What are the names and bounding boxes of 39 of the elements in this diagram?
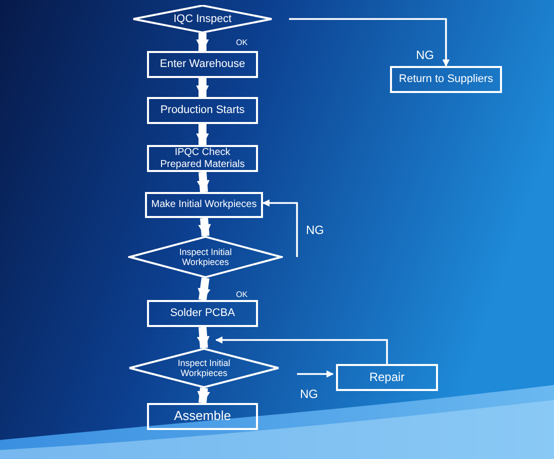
process-box — [147, 51, 258, 78]
arrow — [198, 277, 210, 302]
edge-label: NG — [300, 387, 318, 401]
arrow — [196, 172, 210, 194]
node-text: Repair — [369, 370, 405, 384]
process-box — [147, 97, 258, 124]
node-text: Inspect Initial Workpieces — [178, 246, 233, 268]
decision-diamond — [128, 348, 280, 388]
process-box — [390, 66, 502, 93]
process-box — [147, 300, 258, 327]
arrow — [289, 18, 450, 67]
arrow — [196, 124, 209, 146]
node-text: Solder PCBA — [170, 307, 235, 320]
edge-label: NG — [306, 223, 324, 237]
node-text: IQC Inspect — [173, 12, 232, 26]
arrow — [197, 388, 210, 404]
decision-diamond — [128, 236, 283, 278]
process-box — [145, 192, 263, 218]
arrow — [196, 326, 210, 350]
edge-label: OK — [236, 290, 248, 299]
arrow — [215, 336, 388, 364]
node-text: Inspect Initial Workpieces — [176, 358, 232, 378]
node-text: Assemble — [174, 409, 232, 424]
node-text: Make Initial Workpieces — [151, 199, 257, 211]
decision-diamond — [132, 5, 273, 33]
process-box — [147, 145, 258, 172]
node-text: IPQC Check Prepared Materials — [159, 147, 246, 170]
arrow — [196, 33, 209, 52]
process-box — [147, 403, 258, 430]
arrow — [196, 78, 209, 98]
arrow — [262, 199, 298, 257]
edge-label: OK — [236, 38, 248, 47]
edge-label: NG — [416, 48, 434, 62]
arrow — [297, 370, 334, 378]
node-text: Return to Suppliers — [398, 73, 494, 86]
arrow — [198, 218, 211, 238]
process-box — [336, 364, 438, 391]
node-text: Production Starts — [160, 104, 245, 117]
node-text: Enter Warehouse — [160, 58, 246, 71]
